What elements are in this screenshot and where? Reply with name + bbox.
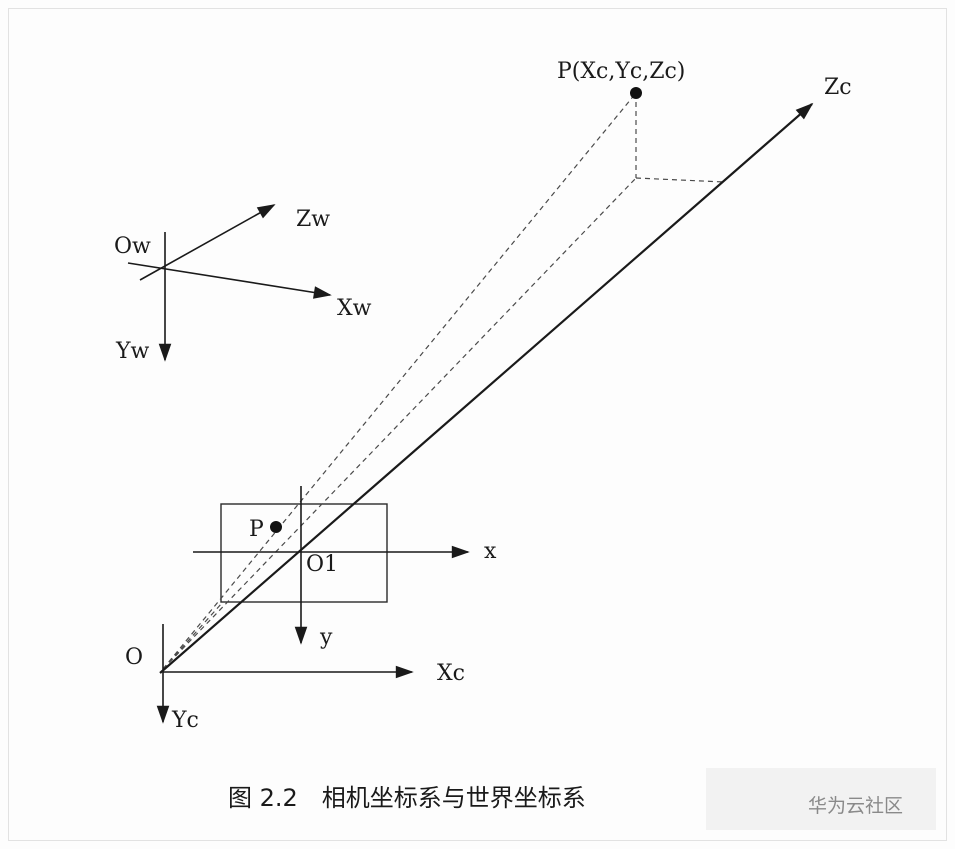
label-zw: Zw bbox=[296, 207, 330, 232]
zw-axis bbox=[139, 204, 276, 281]
world-axes bbox=[127, 204, 332, 362]
drop-line-to-zc bbox=[635, 177, 725, 183]
figure-frame bbox=[8, 8, 947, 841]
zc-axis bbox=[159, 102, 814, 674]
projection-ray-bottom bbox=[162, 177, 637, 670]
image-dashed-ray bbox=[162, 602, 223, 670]
label-yw: Yw bbox=[115, 339, 150, 364]
label-ow: Ow bbox=[114, 234, 151, 259]
watermark-background bbox=[706, 768, 936, 830]
projection-lines bbox=[162, 92, 725, 670]
label-zc: Zc bbox=[824, 75, 852, 100]
label-o1: O1 bbox=[306, 552, 338, 577]
label-x: x bbox=[484, 539, 497, 564]
label-xc: Xc bbox=[437, 661, 465, 686]
label-o: O bbox=[125, 645, 143, 670]
camera-axes bbox=[156, 102, 814, 724]
image-axes bbox=[193, 486, 470, 645]
xw-axis bbox=[127, 262, 332, 299]
label-p-image: P bbox=[249, 517, 264, 542]
projection-ray-top bbox=[162, 92, 637, 670]
label-yc: Yc bbox=[171, 708, 199, 733]
label-xw: Xw bbox=[337, 296, 372, 321]
image-plane bbox=[220, 503, 388, 603]
watermark-text: 华为云社区 bbox=[808, 795, 903, 817]
point-p-image bbox=[270, 521, 282, 533]
figure-caption: 图 2.2 相机坐标系与世界坐标系 bbox=[228, 784, 586, 812]
label-y: y bbox=[319, 625, 333, 650]
point-p-world bbox=[630, 87, 642, 99]
label-p-world: P(Xc,Yc,Zc) bbox=[557, 59, 685, 84]
